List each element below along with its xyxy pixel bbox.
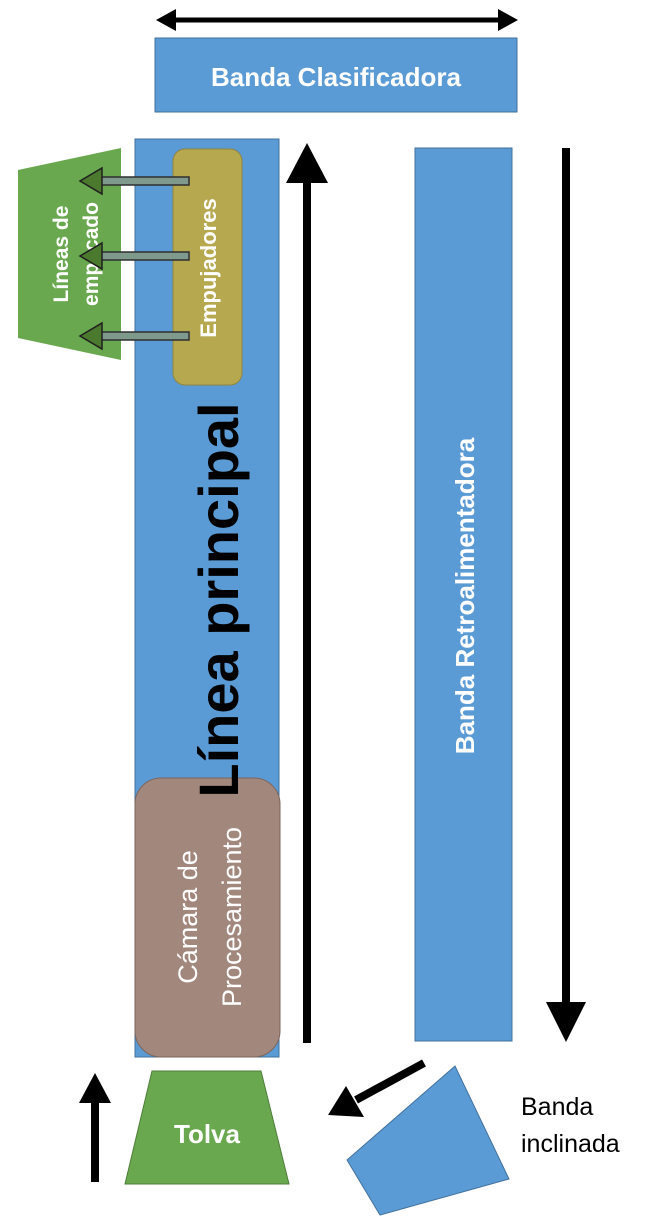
tolva-shape xyxy=(124,1070,290,1185)
camara-procesamiento-box xyxy=(134,777,281,1058)
camara-label-2: Procesamiento xyxy=(217,827,247,1007)
tolva-label: Tolva xyxy=(174,1119,241,1149)
camara-label-1: Cámara de xyxy=(173,850,203,984)
banda-clasificadora-label: Banda Clasificadora xyxy=(211,62,462,92)
down-arrow-retro xyxy=(546,148,586,1042)
push-arrow-2 xyxy=(78,241,190,271)
banda-clasificadora-box xyxy=(154,37,518,113)
banda-inclinada-label-2: inclinada xyxy=(521,1130,620,1158)
empujadores-box xyxy=(172,148,243,386)
up-arrow-main xyxy=(286,143,328,1043)
bidirectional-arrow-top xyxy=(156,9,518,31)
diagonal-arrow-to-tolva xyxy=(328,1059,426,1117)
banda-retro-label: Banda Retroalimentadora xyxy=(450,437,480,754)
up-arrow-tolva xyxy=(79,1073,111,1182)
linea-principal-label: Línea principal xyxy=(187,402,250,797)
empujadores-label: Empujadores xyxy=(196,198,221,337)
banda-retro-box xyxy=(414,147,513,1042)
push-arrow-3 xyxy=(78,321,190,351)
push-arrow-1 xyxy=(78,166,190,196)
banda-inclinada-label-1: Banda xyxy=(521,1093,593,1121)
lineas-empacado-label-1: Líneas de xyxy=(50,206,73,303)
lineas-empacado-shape xyxy=(18,148,121,360)
banda-inclinada-shape xyxy=(346,1065,510,1216)
